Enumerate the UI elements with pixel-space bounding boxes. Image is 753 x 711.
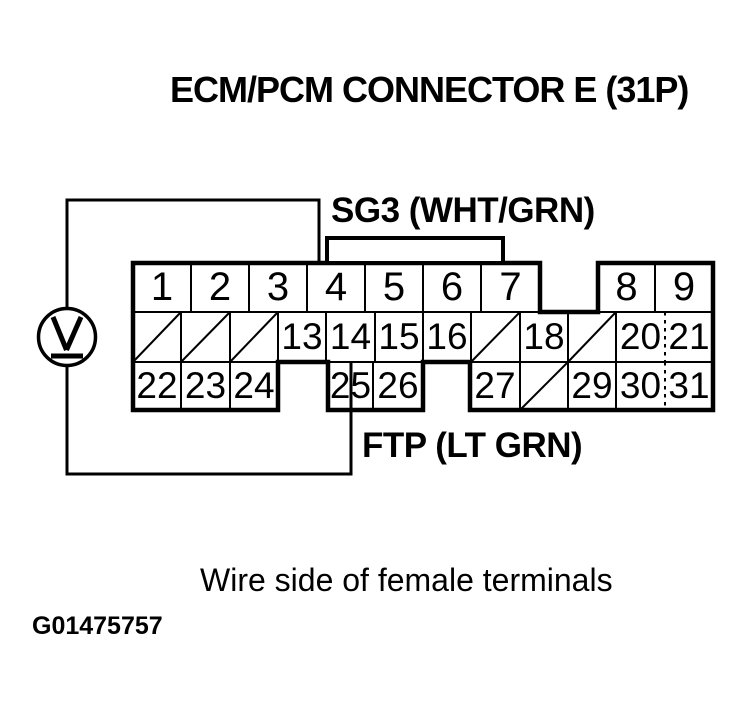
pin-1: 1 — [150, 265, 174, 309]
blocked-cell-slashes — [132, 311, 617, 411]
pin-26: 26 — [377, 364, 419, 406]
caption: Wire side of female terminals — [200, 562, 613, 598]
pin-29: 29 — [571, 364, 613, 406]
cell-dividers — [133, 263, 713, 410]
pin-15: 15 — [378, 316, 420, 357]
pin-9: 9 — [672, 265, 696, 309]
pin-8: 8 — [615, 265, 638, 309]
pin-14: 14 — [329, 316, 372, 357]
pin-7: 7 — [499, 265, 522, 309]
pin-6: 6 — [440, 265, 464, 309]
sg3-wire-label: SG3 (WHT/GRN) — [331, 191, 595, 230]
page-title: ECM/PCM CONNECTOR E (31P) — [170, 69, 689, 110]
ftp-wire — [65, 362, 353, 476]
sg3-wire — [65, 198, 321, 309]
pin-30: 30 — [619, 364, 662, 406]
pin-21: 21 — [668, 316, 710, 357]
ftp-wire-label: FTP (LT GRN) — [362, 426, 583, 465]
pin-18: 18 — [523, 316, 565, 357]
pin-2: 2 — [208, 265, 232, 309]
pin-24: 24 — [233, 364, 275, 406]
pin-23: 23 — [184, 364, 227, 406]
pin-25: 25 — [329, 364, 372, 406]
pin-22: 22 — [136, 364, 178, 406]
voltmeter-icon — [36, 306, 98, 368]
pin-16: 16 — [426, 316, 468, 357]
pin-3: 3 — [266, 265, 290, 309]
pin-27: 27 — [474, 364, 516, 406]
connector-tab — [325, 236, 505, 265]
pin-5: 5 — [382, 265, 406, 309]
pin-4: 4 — [324, 265, 348, 309]
pin-31: 31 — [668, 364, 710, 406]
pin-20: 20 — [619, 316, 662, 357]
figure-id: G01475757 — [32, 612, 163, 640]
pin-13: 13 — [281, 316, 323, 357]
